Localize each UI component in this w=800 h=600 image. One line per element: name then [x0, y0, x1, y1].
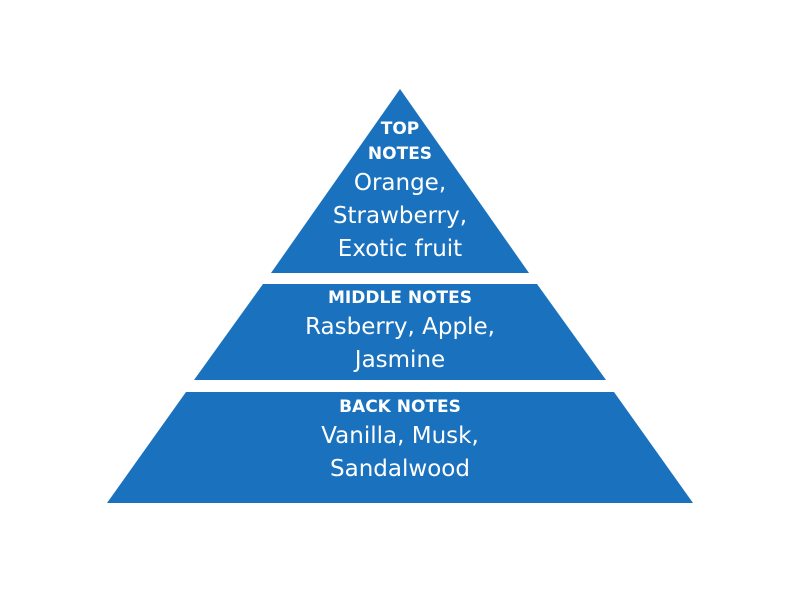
pyramid-tier-top — [271, 89, 529, 273]
pyramid-tier-back — [107, 392, 693, 503]
back-notes-body-line1: Vanilla, Musk, — [321, 423, 479, 449]
top-notes-body-line2: Strawberry, — [332, 203, 468, 229]
middle-notes-heading: MIDDLE NOTES — [328, 288, 472, 308]
top-notes-heading-line2: NOTES — [367, 144, 433, 164]
back-notes-text: BACK NOTES Vanilla, Musk, Sandalwood — [0, 395, 800, 486]
top-notes-heading-line1: TOP — [380, 119, 420, 139]
back-notes-body-line2: Sandalwood — [330, 456, 470, 482]
middle-notes-text: MIDDLE NOTES Rasberry, Apple, Jasmine — [0, 286, 800, 377]
top-notes-body-line3: Exotic fruit — [337, 236, 463, 262]
pyramid-tier-middle — [194, 284, 606, 380]
top-notes-body-line1: Orange, — [353, 170, 447, 196]
top-notes-text: TOP NOTES Orange, Strawberry, Exotic fru… — [0, 117, 800, 266]
middle-notes-body-line2: Jasmine — [354, 347, 446, 373]
middle-notes-body-line1: Rasberry, Apple, — [305, 314, 495, 340]
back-notes-heading: BACK NOTES — [339, 397, 461, 417]
